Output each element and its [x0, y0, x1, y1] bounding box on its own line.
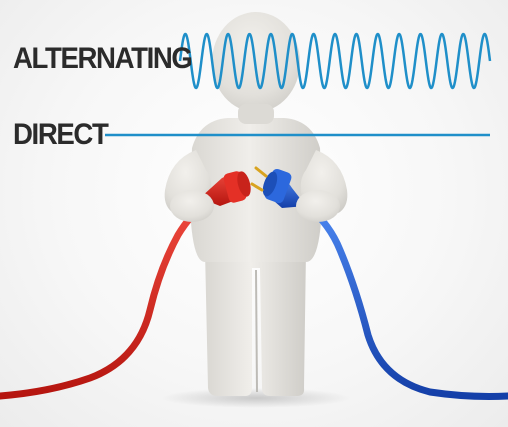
sine-wave-icon [178, 32, 492, 90]
left-leg [205, 250, 306, 396]
person-figure-icon [164, 12, 348, 396]
right-hand [296, 190, 340, 222]
ground-shadow [161, 388, 351, 408]
red-power-plug-icon [200, 171, 251, 206]
leg-gap [255, 269, 258, 393]
direct-label: DIRECT [13, 118, 109, 151]
neck [238, 104, 274, 124]
blue-power-plug-icon [250, 166, 306, 208]
torso [190, 118, 322, 262]
alternating-label: ALTERNATING [13, 42, 193, 75]
red-cable [0, 194, 214, 400]
blue-cable [304, 202, 508, 400]
left-hand [170, 190, 214, 222]
